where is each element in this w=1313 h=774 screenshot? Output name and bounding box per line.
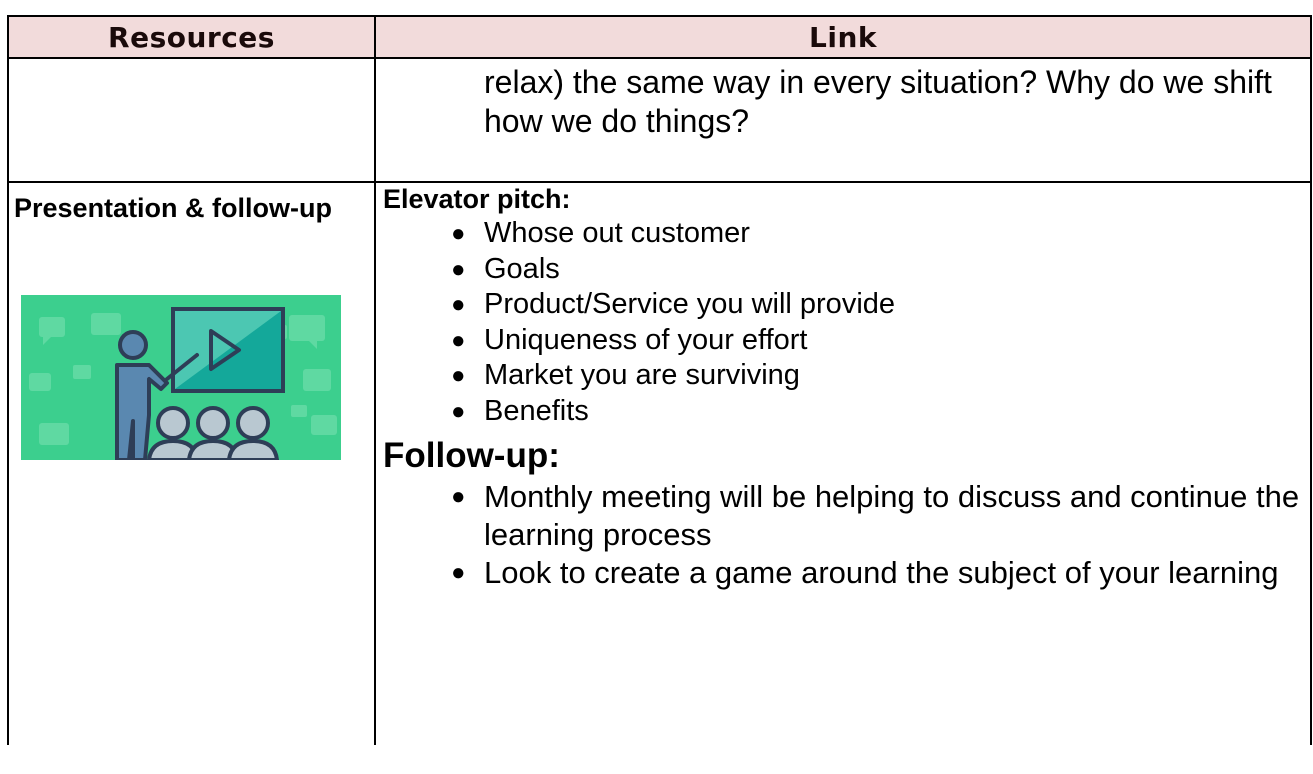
bullet-icon: ● [451, 362, 466, 389]
list-item-text: Whose out customer [484, 217, 750, 249]
list-item: ● Benefits [376, 394, 1310, 430]
table-row: relax) the same way in every situation? … [7, 57, 1312, 183]
bullet-icon: ● [451, 559, 466, 586]
continued-text: relax) the same way in every situation? … [484, 64, 1272, 139]
list-item: ● Product/Service you will provide [376, 287, 1310, 323]
list-item-text: Product/Service you will provide [484, 288, 896, 320]
list-item-text: Monthly meeting will be helping to discu… [484, 479, 1300, 552]
elevator-pitch-heading: Elevator pitch: [383, 184, 571, 214]
resource-cell: Presentation & follow-up [7, 181, 376, 745]
bullet-icon: ● [451, 483, 466, 510]
follow-up-heading: Follow-up: [383, 436, 560, 475]
resource-title: Presentation & follow-up [14, 193, 333, 223]
resource-cell-empty [7, 57, 376, 183]
list-item-text: Benefits [484, 394, 589, 427]
link-cell-continued: relax) the same way in every situation? … [374, 57, 1312, 183]
table-header-row: Resources Link [7, 15, 1312, 59]
bullet-icon: ● [451, 255, 466, 283]
resources-table: Resources Link relax) the same way in ev… [7, 15, 1312, 745]
bullet-icon: ● [451, 397, 466, 425]
list-item: ● Uniqueness of your effort [376, 323, 1310, 359]
list-item: ● Market you are surviving [376, 358, 1310, 394]
list-item-text: Look to create a game around the subject… [484, 555, 1279, 590]
bullet-icon: ● [451, 291, 466, 318]
link-cell: Elevator pitch: ● Whose out customer ● Goa… [374, 181, 1312, 745]
header-link: Link [374, 15, 1312, 59]
document-page: Resources Link relax) the same way in ev… [7, 15, 1312, 774]
list-item: ● Whose out customer [376, 216, 1310, 252]
bullet-icon: ● [451, 220, 466, 247]
list-item-text: Goals [484, 252, 560, 285]
list-item-text: Uniqueness of your effort [484, 323, 808, 356]
bullet-icon: ● [451, 326, 466, 354]
list-item: ● Monthly meeting will be helping to disc… [376, 478, 1310, 554]
list-item-text: Market you are surviving [484, 359, 800, 391]
list-item: ● Look to create a game around the subjec… [376, 554, 1310, 592]
follow-up-list: ● Monthly meeting will be helping to disc… [376, 478, 1310, 592]
presentation-illustration-icon [21, 295, 341, 460]
header-resources: Resources [7, 15, 376, 59]
list-item: ● Goals [376, 252, 1310, 288]
table-row: Presentation & follow-up [7, 181, 1312, 745]
elevator-pitch-list: ● Whose out customer ● Goals ● Product/Serv… [376, 216, 1310, 429]
